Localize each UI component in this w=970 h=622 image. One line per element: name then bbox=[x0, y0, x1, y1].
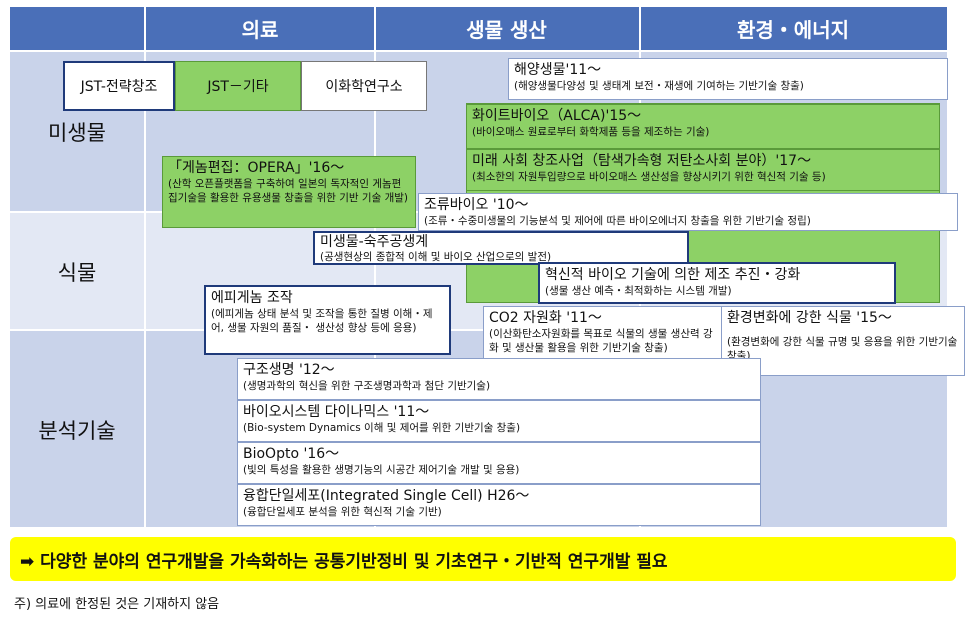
legend-jst-strategy: JST-전략창조 bbox=[63, 61, 175, 111]
box-genome-desc: (산학 오픈플랫폼을 구축하여 일본의 독자적인 게놈편집기술을 활용한 유용생… bbox=[168, 178, 408, 204]
box-future-desc: (최소한의 자원투입량으로 바이오매스 생산성을 향상시키기 위한 혁신적 기술… bbox=[472, 171, 826, 183]
box-algae-bio: 조류바이오 '10～ (조류・수중미생물의 기능분석 및 제어에 따른 바이오에… bbox=[418, 193, 958, 231]
box-whitebio-title: 화이트바이오（ALCA)'15～ bbox=[472, 108, 642, 124]
box-genome-editing: 「게놈편집：OPERA」'16～ (산학 오픈플랫폼을 구축하여 일본의 독자적… bbox=[162, 156, 416, 228]
legend-jst-other: JST－기타 bbox=[175, 61, 301, 111]
header-row: 의료 생물 생산 환경・에너지 bbox=[10, 7, 947, 50]
legend-riken: 이화학연구소 bbox=[301, 61, 427, 111]
box-structure: 구조생명 '12～ (생명과학의 혁신을 위한 구조생명과학과 첨단 기반기술) bbox=[237, 358, 761, 400]
box-bioopto-title: BioOpto '16～ bbox=[243, 446, 340, 462]
box-single-cell: 융합단일세포(Integrated Single Cell) H26～ (융합단… bbox=[237, 484, 761, 526]
box-biosystem-desc: (Bio-system Dynamics 이해 및 제어를 위한 기반기술 창출… bbox=[243, 422, 521, 434]
box-innovation-desc: (생물 생산 예측・최적화하는 시스템 개발) bbox=[545, 285, 732, 297]
box-innovation-title: 혁신적 바이오 기술에 의한 제조 추진・강화 bbox=[545, 267, 801, 283]
box-structure-desc: (생명과학의 혁신을 위한 구조생명과학과 첨단 기반기술) bbox=[243, 380, 491, 392]
box-epigenome: 에피게놈 조작 (에피게놈 상태 분석 및 조작을 통한 질병 이해・제어, 생… bbox=[204, 285, 451, 355]
box-whitebio: 화이트바이오（ALCA)'15～ (바이오매스 원료로부터 화학제품 등을 제조… bbox=[466, 104, 940, 149]
box-future-society: 미래 사회 창조사업（탐색가속형 저탄소사회 분야）'17～ (최소한의 자원투… bbox=[466, 149, 940, 191]
box-epigenome-title: 에피게놈 조작 bbox=[211, 290, 293, 306]
box-bioopto-desc: (빛의 특성을 활용한 생명기능의 시공간 제어기술 개발 및 응용) bbox=[243, 464, 520, 476]
conclusion-banner: ➡ 다양한 분야의 연구개발을 가속화하는 공통기반정비 및 기초연구・기반적 … bbox=[10, 537, 956, 581]
box-future-title: 미래 사회 창조사업（탐색가속형 저탄소사회 분야）'17～ bbox=[472, 153, 812, 169]
footnote: 주) 의료에 한정된 것은 기재하지 않음 bbox=[14, 597, 220, 612]
row-label-plant: 식물 bbox=[57, 261, 97, 285]
box-marine: 해양생물'11～ (해양생물다양성 및 생태계 보전・재생에 기여하는 기반기술… bbox=[508, 58, 948, 100]
box-co2-desc: (이산화탄소자원화를 목표로 식물의 생물 생산력 강화 및 생산물 활용을 위… bbox=[489, 328, 713, 354]
box-algae-desc: (조류・수중미생물의 기능분석 및 제어에 따른 바이오에너지 창출을 위한 기… bbox=[424, 215, 811, 227]
box-algae-title: 조류바이오 '10～ bbox=[424, 197, 529, 213]
box-innovation: 혁신적 바이오 기술에 의한 제조 추진・강화 (생물 생산 예측・최적화하는 … bbox=[538, 262, 896, 304]
box-envplant-title: 환경변화에 강한 식물 '15～ bbox=[727, 310, 892, 326]
box-biosystem-title: 바이오시스템 다이나믹스 '11～ bbox=[243, 404, 430, 420]
box-marine-desc: (해양생물다양성 및 생태계 보전・재생에 기여하는 기반기술 창출) bbox=[514, 80, 804, 92]
row-label-microbe: 미생물 bbox=[48, 121, 106, 145]
box-symbiosis: 미생물-숙주공생계 (공생현상의 종합적 이해 및 바이오 산업으로의 발전) bbox=[313, 231, 689, 265]
box-singlecell-title: 융합단일세포(Integrated Single Cell) H26～ bbox=[243, 488, 530, 504]
box-structure-title: 구조생명 '12～ bbox=[243, 362, 335, 378]
column-header-environment-energy: 환경・에너지 bbox=[737, 18, 849, 42]
box-genome-title: 「게놈편집：OPERA」'16～ bbox=[168, 160, 345, 176]
box-whitebio-desc: (바이오매스 원료로부터 화학제품 등을 제조하는 기술) bbox=[472, 126, 710, 138]
box-singlecell-desc: (융합단일세포 분석을 위한 혁신적 기술 기반) bbox=[243, 506, 442, 518]
box-env-plant: 환경변화에 강한 식물 '15～ (환경변화에 강한 식물 규명 및 응용을 위… bbox=[721, 306, 965, 376]
box-epigenome-desc: (에피게놈 상태 분석 및 조작을 통한 질병 이해・제어, 생물 자원의 품질… bbox=[211, 308, 433, 334]
box-biosystem: 바이오시스템 다이나믹스 '11～ (Bio-system Dynamics 이… bbox=[237, 400, 761, 442]
column-header-medical: 의료 bbox=[241, 18, 279, 42]
box-envplant-desc: (환경변화에 강한 식물 규명 및 응용을 위한 기반기술 창출) bbox=[727, 336, 958, 362]
box-marine-title: 해양생물'11～ bbox=[514, 62, 602, 78]
box-bioopto: BioOpto '16～ (빛의 특성을 활용한 생명기능의 시공간 제어기술 … bbox=[237, 442, 761, 484]
row-label-analysis: 분석기술 bbox=[38, 419, 116, 443]
box-symbiosis-desc: (공생현상의 종합적 이해 및 바이오 산업으로의 발전) bbox=[320, 251, 552, 263]
box-symbiosis-title: 미생물-숙주공생계 bbox=[320, 234, 429, 250]
box-co2-title: CO2 자원화 '11～ bbox=[489, 310, 602, 326]
column-header-bio-production: 생물 생산 bbox=[466, 18, 547, 42]
box-co2: CO2 자원화 '11～ (이산화탄소자원화를 목표로 식물의 생물 생산력 강… bbox=[483, 306, 723, 374]
